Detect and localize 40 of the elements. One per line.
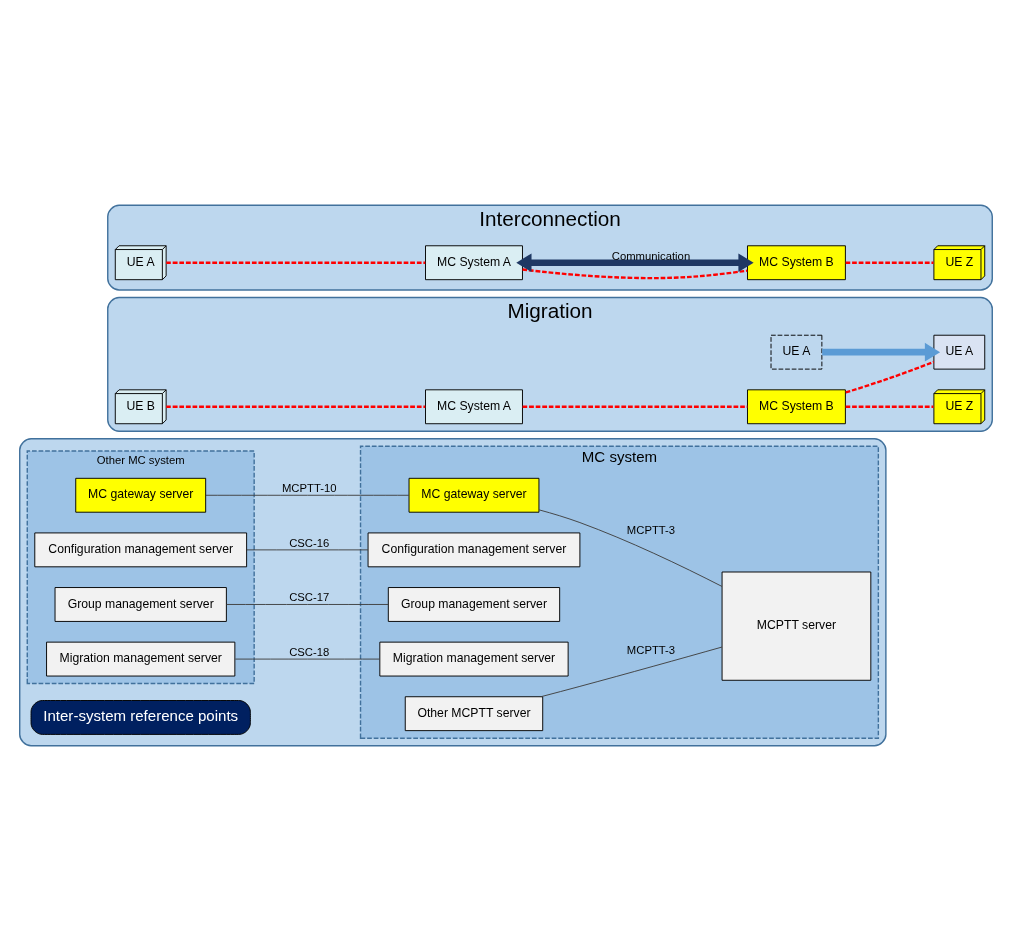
connector <box>234 658 381 660</box>
connector <box>522 405 748 408</box>
node-box: Inter-system reference points <box>30 699 251 735</box>
connector <box>205 494 410 496</box>
connector <box>246 548 369 550</box>
connector <box>166 405 426 408</box>
node-box: UE A <box>933 334 986 370</box>
edge-label: MCPTT-3 <box>626 523 676 536</box>
connector <box>845 405 934 408</box>
connector <box>845 360 935 394</box>
connector <box>226 603 389 605</box>
edge-label: CSC-18 <box>289 645 330 658</box>
node-box: MCPTT server <box>721 571 872 681</box>
node-box: MC gateway server <box>75 477 207 513</box>
edge-label: MCPTT-10 <box>281 481 337 494</box>
edge-label: CSC-16 <box>289 536 330 549</box>
node-box: Migration management server <box>46 641 236 676</box>
connector <box>538 508 723 587</box>
connector <box>166 261 426 264</box>
edge-label: MCPTT-3 <box>626 643 676 656</box>
connector <box>845 261 934 264</box>
node-box: Migration management server <box>379 641 569 676</box>
node-box: Group management server <box>387 586 561 622</box>
arrow <box>516 252 754 272</box>
node-box: Configuration management server <box>34 531 248 567</box>
edge-label: Communication <box>611 249 691 262</box>
node-box: MC System A <box>425 244 523 280</box>
node-box: MC System B <box>747 388 846 424</box>
node-box: Configuration management server <box>367 531 581 567</box>
arrow <box>822 342 941 361</box>
edge-label: CSC-17 <box>289 590 330 603</box>
node-box: Other MCPTT server <box>404 695 544 731</box>
node-box: UE A <box>770 334 823 370</box>
node-box: MC System A <box>425 388 523 424</box>
connector <box>540 646 723 697</box>
connector <box>522 267 748 279</box>
node-box: MC System B <box>747 244 846 280</box>
node-box: Group management server <box>54 586 227 622</box>
cluster <box>19 437 887 746</box>
node-box: MC gateway server <box>408 477 540 513</box>
